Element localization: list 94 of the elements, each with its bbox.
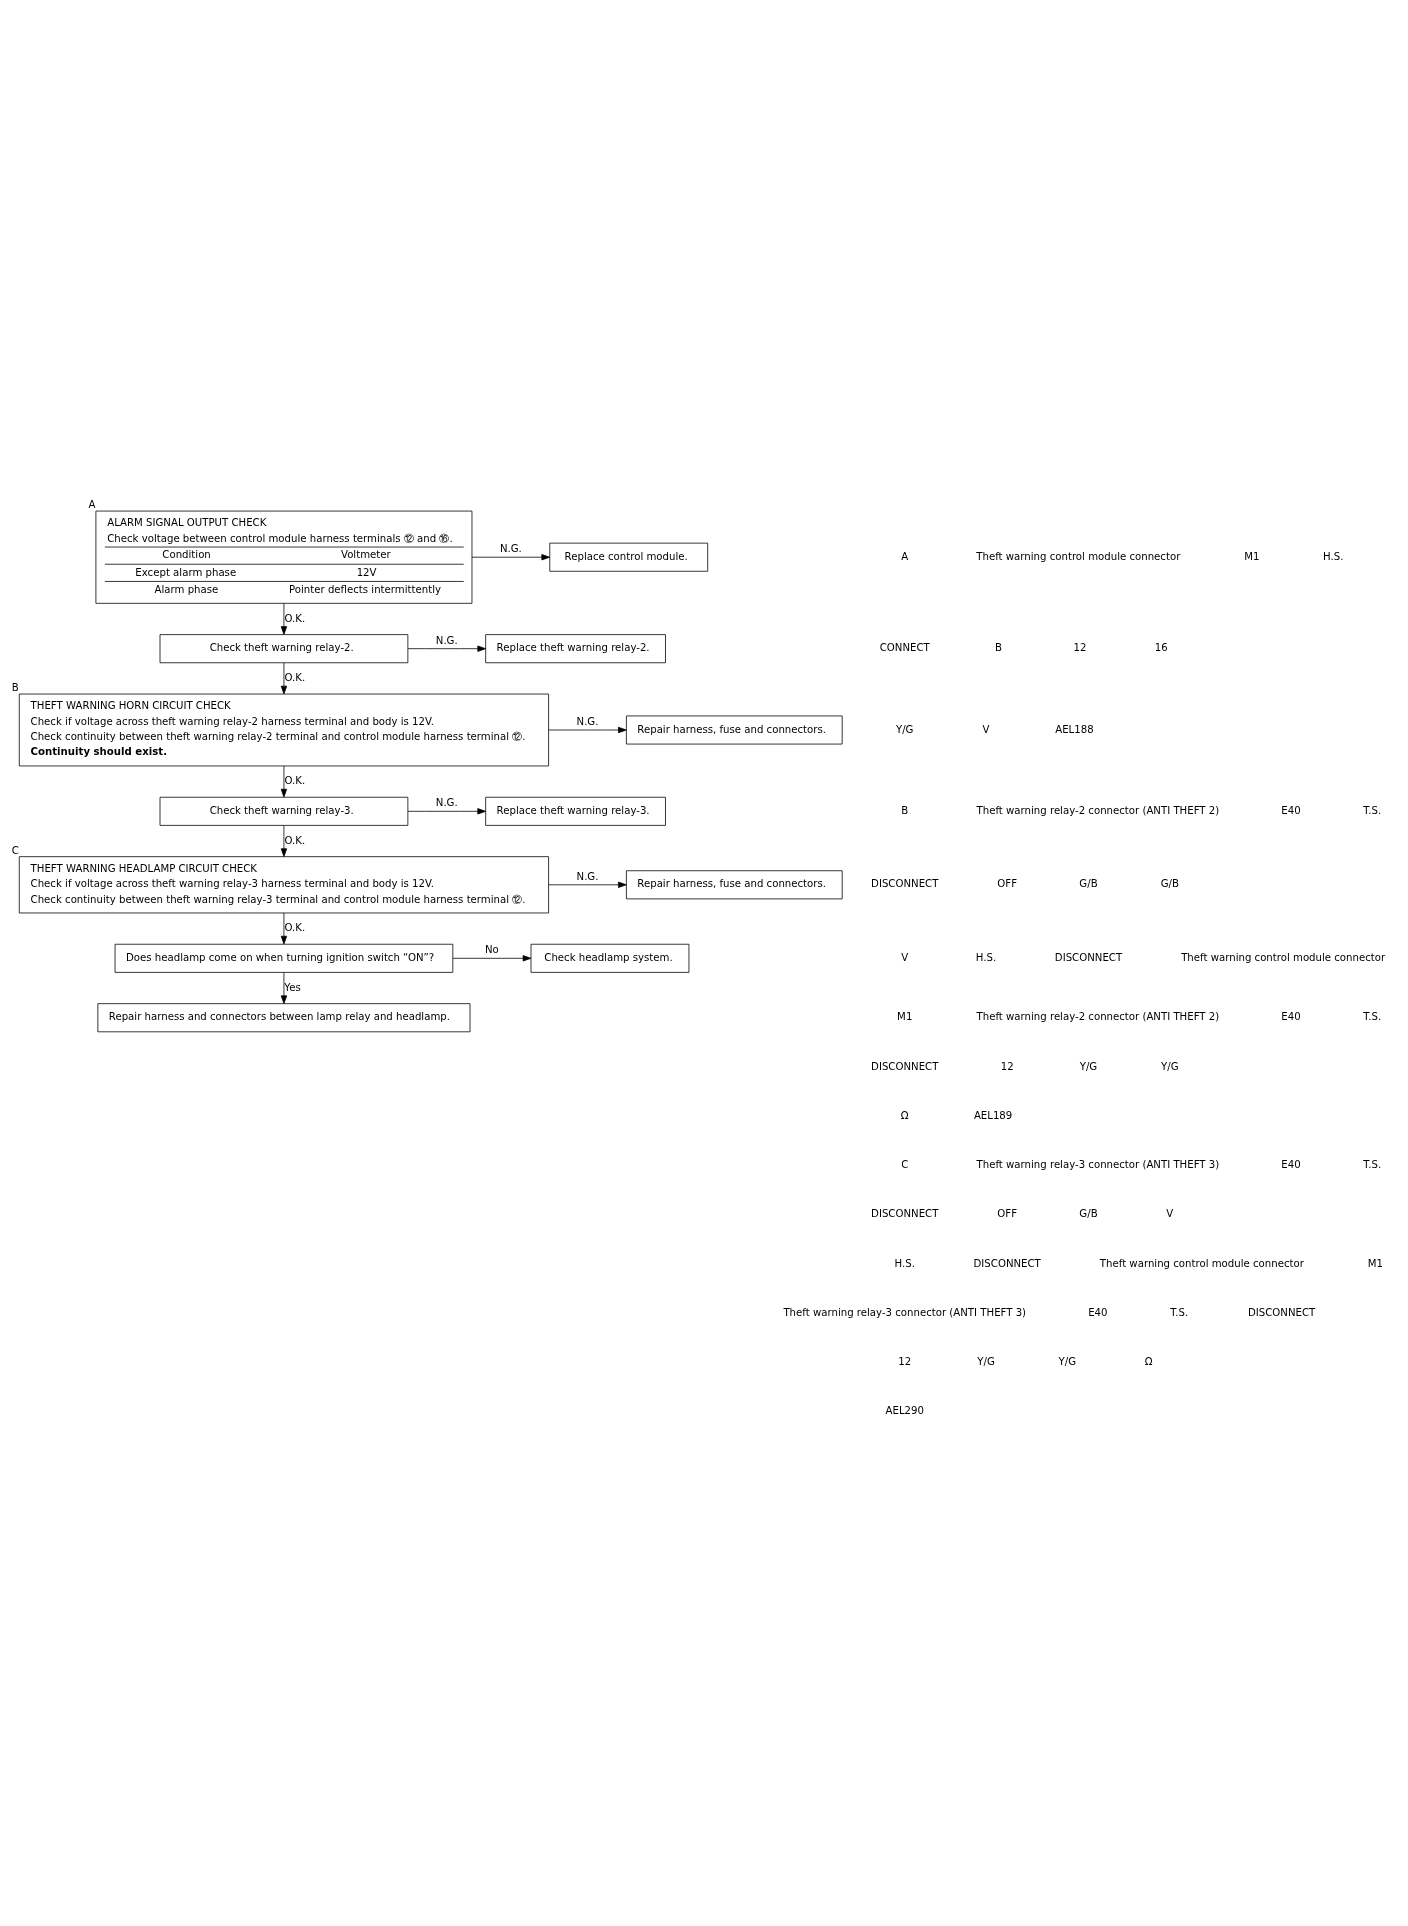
label: Y/G <box>1161 1060 1179 1072</box>
label: Y/G <box>977 1356 995 1368</box>
label: AEL188 <box>1055 723 1094 735</box>
label: 12 <box>898 1356 912 1368</box>
label: B <box>995 642 1003 654</box>
label: V <box>1166 1208 1174 1220</box>
label: Theft warning relay-3 connector (ANTI THEFT 3) <box>783 1306 1027 1318</box>
label: 12 <box>1000 1060 1014 1072</box>
label: Theft warning control module connector <box>1181 951 1386 963</box>
node-box: THEFT WARNING HORN CIRCUIT CHECK Check if voltage across theft warning relay-2 harness terminal and body is 12V. Check continuity between theft warning relay-2 terminal and control module harness terminal ⑫. Continuity should exist. <box>18 693 549 767</box>
arrow <box>548 881 627 888</box>
label: CONNECT <box>879 642 930 654</box>
arrow <box>280 972 288 1004</box>
node-box: Repair harness and connectors between lamp relay and headlamp. <box>97 1003 471 1033</box>
label: T.S. <box>1363 804 1382 816</box>
label: Ω <box>1144 1356 1153 1368</box>
label: Theft warning control module connector <box>1099 1257 1304 1269</box>
arrow <box>548 726 627 734</box>
edge-label: N.G. <box>576 715 599 727</box>
label: OFF <box>997 1208 1018 1220</box>
node-box: Replace theft warning relay-2. <box>485 634 666 664</box>
label: V <box>982 723 990 735</box>
label: Theft warning relay-2 connector (ANTI THEFT 2) <box>976 804 1220 816</box>
label: DISCONNECT <box>871 1060 939 1072</box>
edge-label: No <box>485 944 499 956</box>
arrow <box>407 808 486 815</box>
node-label: B <box>11 682 19 694</box>
label: M1 <box>897 1011 913 1023</box>
label: T.S. <box>1170 1306 1189 1318</box>
label: Y/G <box>1079 1060 1098 1072</box>
label: H.S. <box>894 1257 915 1269</box>
label: H.S. <box>1323 550 1344 562</box>
edge-label: N.G. <box>576 870 599 882</box>
node-label: A <box>88 499 96 511</box>
label: Theft warning control module connector <box>976 550 1181 562</box>
label: DISCONNECT <box>1054 951 1123 963</box>
edge-label: Yes <box>284 981 301 993</box>
node-box: Replace theft warning relay-3. <box>485 796 666 826</box>
arrow <box>280 662 288 695</box>
node-box: Check theft warning relay-3. <box>159 796 409 826</box>
arrow <box>280 765 288 798</box>
label: Ω <box>900 1109 909 1121</box>
label: AEL290 <box>885 1405 924 1417</box>
node-box: Repair harness, fuse and connectors. <box>626 715 843 745</box>
label: T.S. <box>1363 1011 1382 1023</box>
arrow <box>471 554 550 561</box>
edge-label: O.K. <box>284 672 306 684</box>
edge-label: O.K. <box>284 834 306 846</box>
label: E40 <box>1088 1306 1108 1318</box>
label: 16 <box>1154 642 1168 654</box>
label: DISCONNECT <box>871 1208 939 1220</box>
label: 12 <box>1073 642 1087 654</box>
label: OFF <box>997 878 1018 890</box>
label: DISCONNECT <box>871 878 939 890</box>
edge-label: N.G. <box>499 543 522 555</box>
node-box: Replace control module. <box>549 542 709 572</box>
label: Theft warning relay-3 connector (ANTI THEFT 3) <box>976 1159 1220 1171</box>
label: M1 <box>1367 1257 1384 1269</box>
edge-label: O.K. <box>284 775 306 787</box>
label: Y/G <box>1058 1356 1077 1368</box>
label: Y/G <box>896 723 914 735</box>
arrow <box>280 603 288 635</box>
label: M1 <box>1244 550 1260 562</box>
label: AEL189 <box>973 1109 1013 1121</box>
label: E40 <box>1281 1159 1301 1171</box>
node-label: C <box>11 844 19 856</box>
label: Theft warning relay-2 connector (ANTI THEFT 2) <box>976 1011 1220 1023</box>
edge-label: O.K. <box>284 922 306 934</box>
node-box: THEFT WARNING HEADLAMP CIRCUIT CHECK Check if voltage across theft warning relay-3 harness terminal and body is 12V. Check continuity between theft warning relay-3 terminal and control module harness terminal ⑫. <box>18 856 549 914</box>
node-box: Does headlamp come on when turning ignition switch “ON”? <box>114 943 454 973</box>
node-box: Check theft warning relay-2. <box>159 634 409 664</box>
label: G/B <box>1079 1208 1098 1220</box>
label: G/B <box>1160 878 1179 890</box>
label: DISCONNECT <box>973 1257 1041 1269</box>
node-box: ALARM SIGNAL OUTPUT CHECK Check voltage between control module harness terminals ⑫ and ⑯. Condition Voltmeter Except alarm phase 12V Alarm phase Pointer deflects intermittently <box>95 510 473 604</box>
arrow <box>452 955 532 962</box>
label: DISCONNECT <box>1247 1306 1316 1318</box>
node-box: Check headlamp system. <box>530 943 690 973</box>
label: E40 <box>1281 1011 1301 1023</box>
label: C <box>901 1159 909 1171</box>
edge-label: N.G. <box>435 634 458 646</box>
arrow <box>407 645 486 652</box>
label: V <box>901 951 909 963</box>
edge-label: N.G. <box>435 797 458 809</box>
label: A <box>901 550 909 562</box>
arrow <box>280 912 288 945</box>
arrow <box>280 825 288 857</box>
label: E40 <box>1281 804 1301 816</box>
label: B <box>901 804 909 816</box>
label: G/B <box>1079 878 1098 890</box>
label: T.S. <box>1363 1159 1382 1171</box>
label: H.S. <box>975 951 997 963</box>
edge-label: O.K. <box>284 612 306 624</box>
node-box: Repair harness, fuse and connectors. <box>626 870 843 900</box>
